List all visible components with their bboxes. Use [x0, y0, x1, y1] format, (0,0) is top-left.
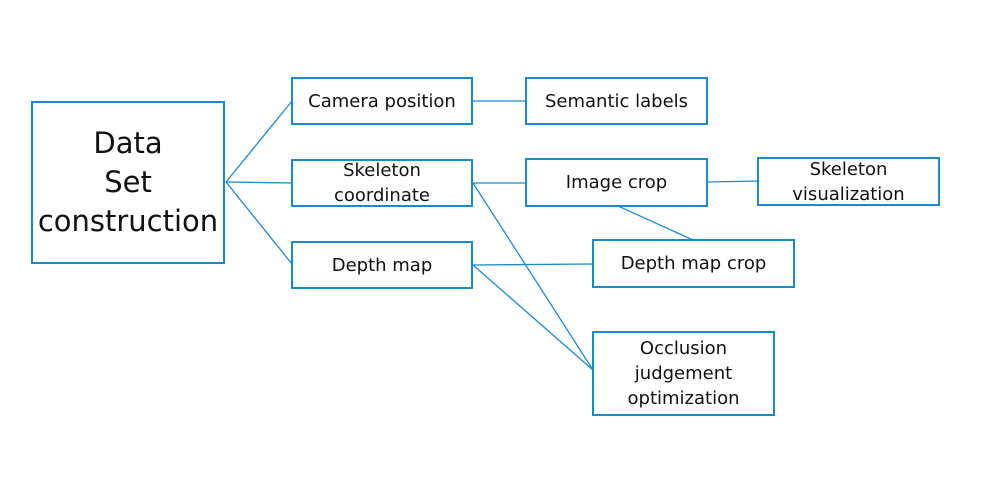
edge-skeleton-coordinate-occlusion	[472, 182, 594, 371]
node-semantic-labels: Semantic labels	[525, 77, 708, 125]
node-skeleton-coordinate: Skeleton coordinate	[291, 159, 473, 207]
edge-depth-map-depth-map-crop	[472, 263, 594, 266]
node-depth-map-crop-label: Depth map crop	[620, 253, 767, 274]
edge-image-crop-skeleton-visualization	[706, 180, 759, 183]
node-data-set-construction: Data Set construction	[31, 101, 225, 264]
node-camera-position: Camera position	[291, 77, 473, 125]
node-occlusion-judgement-optimization-label: Occlusion judgement optimization	[627, 338, 740, 409]
node-skeleton-coordinate-label: Skeleton coordinate	[333, 160, 430, 206]
edge-image-crop-depth-map-crop	[617, 205, 694, 241]
node-skeleton-visualization: Skeleton visualization	[757, 157, 940, 206]
edge-root-camera-position	[225, 100, 293, 183]
node-depth-map: Depth map	[291, 241, 473, 289]
node-camera-position-label: Camera position	[308, 90, 456, 112]
node-depth-map-label: Depth map	[331, 254, 433, 276]
node-data-set-construction-label: Data Set construction	[37, 126, 219, 238]
edge-depth-map-occlusion	[472, 264, 594, 371]
node-semantic-labels-label: Semantic labels	[544, 90, 689, 112]
edge-root-skeleton-coordinate	[225, 181, 293, 184]
node-skeleton-visualization-label: Skeleton visualization	[792, 158, 905, 205]
node-image-crop: Image crop	[525, 158, 708, 207]
node-depth-map-crop: Depth map crop	[592, 239, 795, 288]
node-occlusion-judgement-optimization: Occlusion judgement optimization	[592, 331, 775, 416]
node-image-crop-label: Image crop	[565, 172, 668, 193]
edge-root-depth-map	[225, 181, 293, 265]
